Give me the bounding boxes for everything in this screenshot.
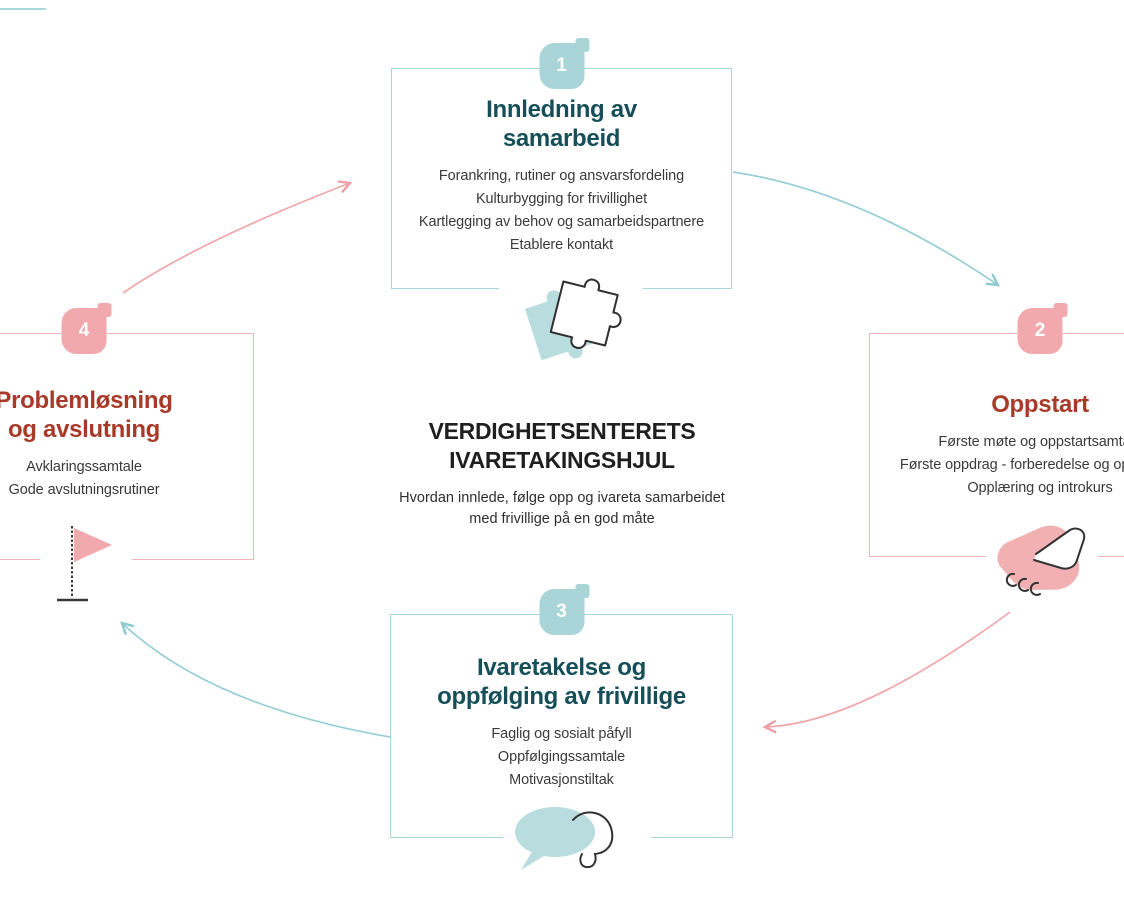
step-box-ivaretakelse: 3 Ivaretakelse og oppfølging av frivilli… bbox=[390, 584, 733, 838]
step-item: Forankring, rutiner og ansvarsfordeling bbox=[438, 168, 685, 184]
step-item: Etablere kontakt bbox=[509, 237, 614, 253]
step-item-list: Første møte og oppstartsamtale Første op… bbox=[870, 431, 1124, 500]
step-box-innledning: 1 Innledning av samarbeid Forankring, ru… bbox=[391, 38, 732, 289]
speech-bubbles-icon bbox=[503, 804, 651, 878]
diagram-title: VERDIGHETSENTERETS IVARETAKINGSHJUL bbox=[382, 417, 742, 475]
arrow-step3-to-step4 bbox=[120, 621, 391, 738]
step-title-line: Innledning av bbox=[486, 96, 637, 123]
step-item: Kartlegging av behov og samarbeidspartne… bbox=[418, 214, 705, 230]
step-number-badge: 3 bbox=[539, 584, 589, 635]
step-number-badge: 2 bbox=[1017, 303, 1068, 354]
step-item: Opplæring og introkurs bbox=[967, 480, 1113, 496]
step-title-line: og avslutning bbox=[7, 416, 161, 443]
step-title-line: Ivaretakelse og bbox=[477, 654, 646, 681]
step-item: Motivasjonstiltak bbox=[509, 772, 614, 788]
handshake-icon bbox=[986, 518, 1098, 608]
arrow-step4-to-step1 bbox=[122, 180, 353, 294]
diagram-subtitle: Hvordan innlede, følge opp og ivareta sa… bbox=[399, 490, 725, 527]
step-item: Gode avslutningsrutiner bbox=[8, 482, 160, 498]
step-title: Ivaretakelse og oppfølging av frivillige bbox=[391, 653, 732, 711]
arrow-step2-to-step3 bbox=[762, 611, 1011, 734]
step-box-oppstart: 2 Oppstart Første møte og oppstartsamtal… bbox=[869, 303, 1124, 557]
arrow-step1-to-step2 bbox=[732, 171, 1001, 287]
step-title-line: samarbeid bbox=[502, 125, 621, 152]
step-title: Innledning av samarbeid bbox=[392, 95, 731, 153]
puzzle-icon bbox=[499, 264, 643, 364]
step-title: Problemløsning og avslutning bbox=[0, 386, 253, 444]
top-left-border-fragment bbox=[0, 8, 46, 10]
step-number-badge: 1 bbox=[539, 38, 589, 89]
flag-icon bbox=[40, 518, 132, 610]
step-box-problemlosning: 4 Problemløsning og avslutning Avklaring… bbox=[0, 303, 254, 560]
step-item: Faglig og sosialt påfyll bbox=[491, 726, 632, 742]
diagram-title-line: IVARETAKINGSHJUL bbox=[449, 447, 675, 473]
step-item: Første møte og oppstartsamtale bbox=[938, 434, 1124, 450]
step-item: Oppfølgingssamtale bbox=[497, 749, 626, 765]
step-item: Kulturbygging for frivillighet bbox=[475, 191, 648, 207]
step-title-line: Problemløsning bbox=[0, 387, 173, 414]
step-number-badge: 4 bbox=[61, 303, 112, 354]
diagram-title-line: VERDIGHETSENTERETS bbox=[428, 418, 696, 444]
step-title: Oppstart bbox=[991, 391, 1089, 418]
center-text-block: VERDIGHETSENTERETS IVARETAKINGSHJUL Hvor… bbox=[382, 417, 742, 530]
step-item: Avklaringssamtale bbox=[26, 459, 142, 475]
step-item-list: Avklaringssamtale Gode avslutningsrutine… bbox=[0, 456, 253, 502]
step-item: Første oppdrag - forberedelse og oppfølg… bbox=[899, 457, 1124, 473]
step-item-list: Faglig og sosialt påfyll Oppfølgingssamt… bbox=[391, 723, 732, 792]
step-title-line: oppfølging av frivillige bbox=[437, 683, 686, 710]
step-item-list: Forankring, rutiner og ansvarsfordeling … bbox=[392, 165, 731, 257]
